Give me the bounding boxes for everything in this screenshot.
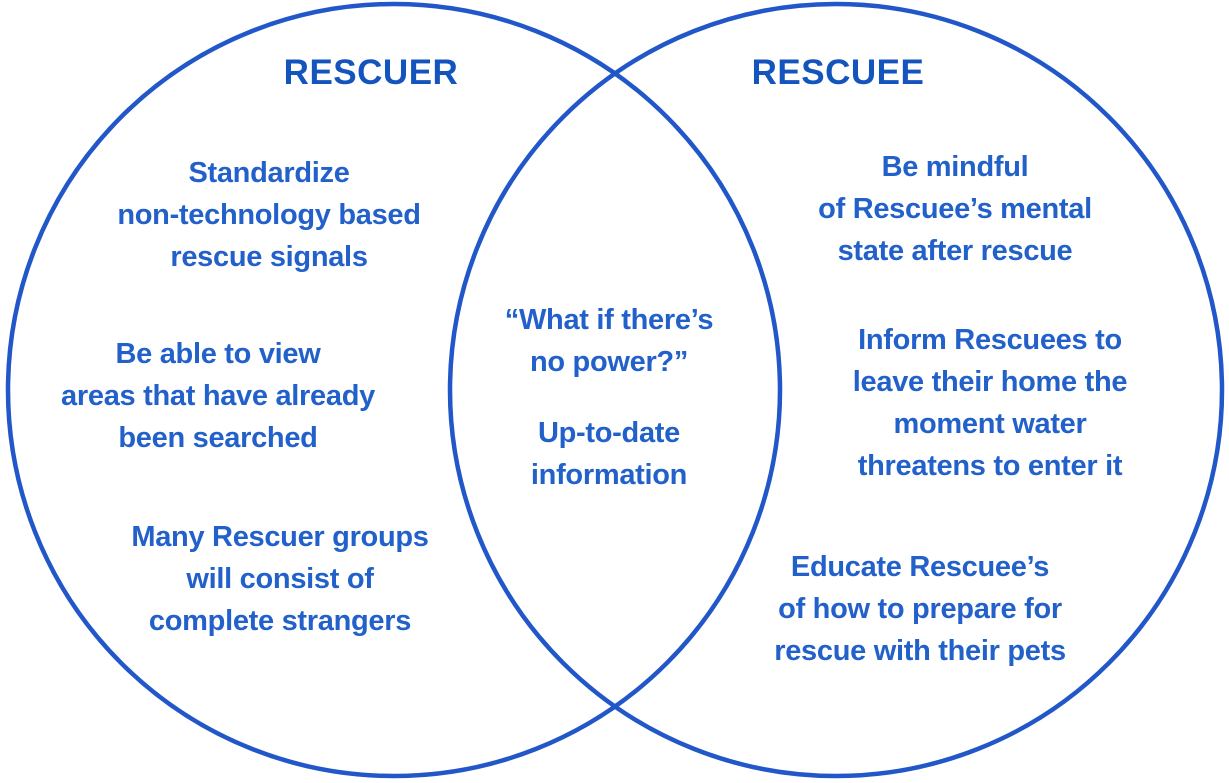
text-line: Inform Rescuees to <box>858 324 1122 356</box>
text-line: state after rescue <box>837 235 1073 267</box>
text-line: Up-to-date <box>538 417 680 449</box>
text-line: complete strangers <box>148 605 412 637</box>
text-line: Many Rescuer groups <box>131 521 429 553</box>
text-line: been searched <box>118 422 318 454</box>
rescuee-item-prepare-with-pets: Educate Rescuee’s of how to prepare for … <box>774 546 1066 672</box>
text-line: no power?” <box>529 346 689 378</box>
overlap-item-up-to-date-information: Up-to-date information <box>531 412 687 496</box>
text-line: moment water <box>893 408 1087 440</box>
text-line: rescue with their pets <box>774 635 1066 667</box>
rescuee-item-leave-home-water: Inform Rescuees to leave their home the … <box>852 319 1128 487</box>
text-line: will consist of <box>186 563 374 595</box>
text-line: “What if there’s <box>504 304 714 336</box>
rescuer-title: RESCUER <box>283 53 459 92</box>
text-line: threatens to enter it <box>857 450 1123 482</box>
rescuer-item-standardize-signals: Standardize non-technology based rescue … <box>117 152 421 278</box>
rescuee-title: RESCUEE <box>751 53 925 92</box>
rescuer-item-view-searched-areas: Be able to view areas that have already … <box>61 333 375 459</box>
rescuer-circle <box>5 1 783 779</box>
text-line: information <box>530 459 688 491</box>
text-line: Be mindful <box>881 151 1029 183</box>
rescuee-circle <box>447 1 1225 779</box>
text-line: non-technology based <box>117 199 421 231</box>
text-line: leave their home the <box>852 366 1128 398</box>
text-line: Educate Rescuee’s <box>790 551 1050 583</box>
text-line: Be able to view <box>115 338 321 370</box>
text-line: of how to prepare for <box>778 593 1062 625</box>
rescuer-item-groups-of-strangers: Many Rescuer groups will consist of comp… <box>131 516 429 642</box>
text-line: of Rescuee’s mental <box>818 193 1092 225</box>
rescuee-item-mindful-mental-state: Be mindful of Rescuee’s mental state aft… <box>818 146 1092 272</box>
text-line: rescue signals <box>170 241 368 273</box>
text-line: areas that have already <box>61 380 375 412</box>
overlap-item-no-power-quote: “What if there’s no power?” <box>504 299 714 383</box>
text-line: Standardize <box>188 157 350 189</box>
